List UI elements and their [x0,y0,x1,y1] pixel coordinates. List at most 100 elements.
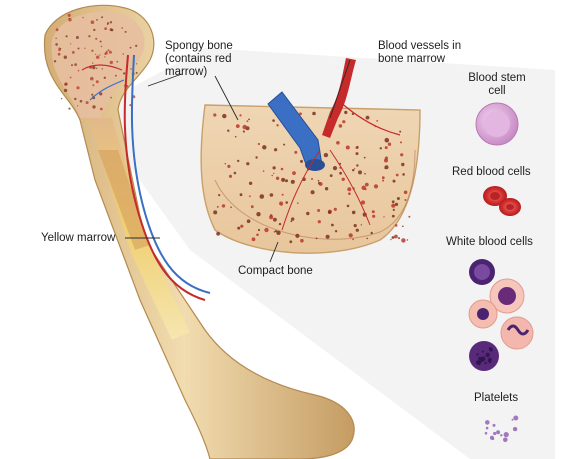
texture-dot [391,200,395,204]
label-spongy-line-1: Spongy bone [165,40,233,52]
texture-dot [63,88,68,93]
texture-dot [77,69,80,72]
texture-dot [104,51,108,55]
texture-dot [299,112,302,116]
texture-dot [65,82,68,86]
texture-dot [365,115,370,120]
texture-dot [401,162,405,167]
texture-dot [401,238,406,243]
texture-dot [364,188,367,191]
texture-dot [390,238,392,241]
texture-dot [256,233,259,237]
texture-dot [342,120,346,124]
texture-dot [404,199,407,201]
texture-dot [109,60,114,65]
texture-dot [255,156,258,159]
texture-dot [251,237,256,242]
texture-dot [55,28,59,32]
texture-dot [341,177,345,181]
texture-dot [500,434,503,437]
texture-dot [67,13,71,17]
texture-dot [53,60,57,63]
texture-dot [332,166,338,171]
texture-dot [99,54,101,56]
texture-dot [276,230,281,235]
label-platelets: Platelets [474,392,519,404]
texture-dot [130,68,132,70]
texture-dot [71,64,73,67]
texture-dot [353,224,357,228]
texture-dot [317,220,321,224]
texture-dot [108,50,112,54]
texture-dot [280,204,283,206]
texture-dot [70,43,72,45]
texture-dot [403,190,408,195]
texture-dot [315,237,318,240]
texture-dot [272,166,276,170]
texture-dot [246,120,249,123]
texture-dot [394,202,399,206]
label-vessels-line-1: Blood vessels in [378,40,462,52]
texture-dot [85,101,89,105]
texture-dot [352,169,355,172]
texture-dot [106,50,108,53]
texture-dot [92,65,96,70]
texture-dot [394,224,398,227]
texture-dot [338,124,343,128]
texture-dot [228,174,233,178]
texture-dot [485,420,490,425]
texture-dot [104,27,107,30]
texture-dot [227,164,231,168]
texture-dot [485,352,490,358]
texture-dot [221,204,226,208]
texture-dot [272,119,275,122]
texture-dot [129,46,132,49]
texture-dot [116,60,119,63]
texture-dot [262,145,267,150]
texture-dot [285,201,289,204]
texture-dot [396,197,400,200]
texture-dot [92,62,94,64]
texture-dot [95,80,99,84]
texture-dot [300,159,303,163]
texture-dot [384,158,388,163]
texture-dot [135,71,138,74]
label-yellow-marrow: Yellow marrow [41,232,116,244]
texture-dot [400,153,404,157]
texture-dot [364,182,369,187]
texture-dot [250,205,254,209]
texture-dot [99,92,103,96]
texture-dot [104,56,106,58]
texture-dot [392,179,396,183]
texture-dot [129,104,132,107]
stem-cell-graphic [475,102,519,146]
texture-dot [77,47,80,50]
label-stem-line-1: Blood stem [468,72,526,84]
texture-dot [110,96,112,99]
texture-dot [264,227,269,233]
texture-dot [283,143,286,146]
texture-dot [317,179,320,182]
texture-dot [90,20,95,25]
texture-dot [406,239,409,241]
label-blood-stem-cell: Blood stem cell [462,72,532,98]
zoomed-section [200,58,421,254]
texture-dot [257,142,260,146]
texture-dot [262,170,265,172]
texture-dot [273,172,275,175]
texture-dot [79,99,83,103]
texture-dot [478,356,482,360]
label-white-blood-cells: White blood cells [446,236,533,248]
texture-dot [242,124,247,130]
texture-dot [92,105,96,109]
texture-dot [391,236,395,239]
texture-dot [107,23,109,26]
texture-dot [75,36,79,39]
texture-dot [109,28,113,31]
femur-bone [43,4,355,459]
texture-dot [489,347,493,352]
texture-dot [311,178,313,180]
texture-dot [364,172,366,175]
texture-dot [358,170,362,175]
